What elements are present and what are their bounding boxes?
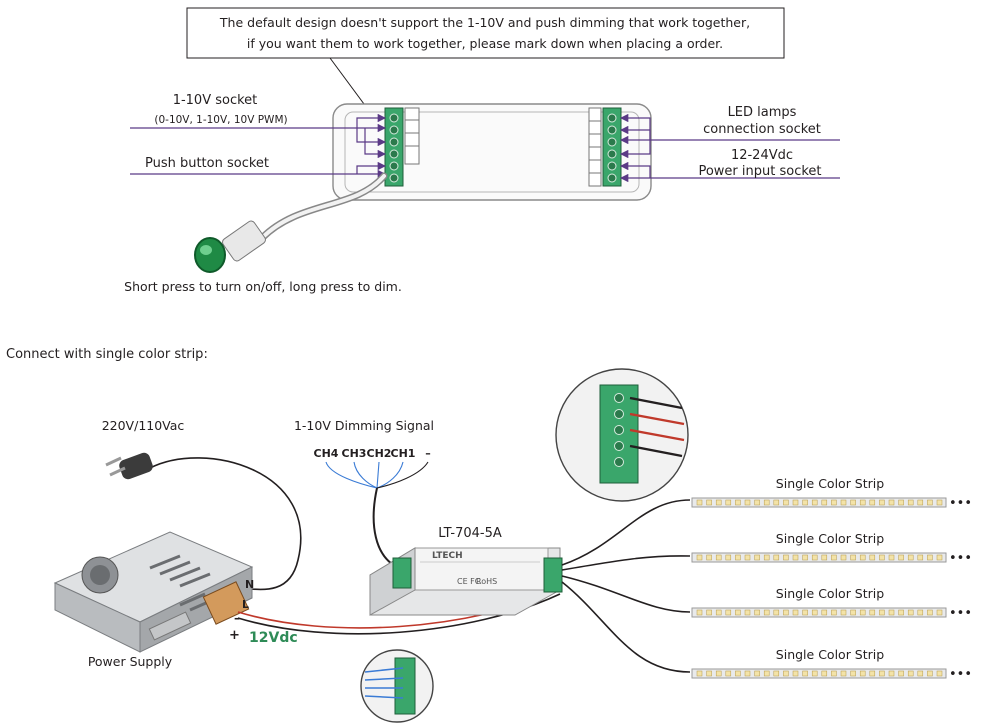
channel-ch4: CH4 [314,447,339,460]
power-label-2: Power input socket [698,164,821,179]
right-socket-arrows [619,113,840,183]
note-line-2: if you want them to work together, pleas… [247,36,723,51]
led-label-2: connection socket [703,122,821,137]
section-heading: Connect with single color strip: [6,347,208,362]
channel-minus: – [425,447,431,460]
press-note: Short press to turn on/off, long press t… [124,279,402,294]
led-strip-1: Single Color Strip ••• [691,476,972,511]
rohs-mark: RoHS [476,577,497,586]
note-box: The default design doesn't support the 1… [186,7,785,59]
terminal-minus: – [234,611,240,625]
zoom-detail-output [555,368,689,502]
strip-continuation-4: ••• [949,667,972,682]
socket-subtitle: (0-10V, 1-10V, 10V PWM) [154,114,287,126]
channel-ch1: CH1 [391,447,416,460]
note-line-1: The default design doesn't support the 1… [219,15,750,30]
left-terminal-block [384,107,420,187]
terminal-l: L [242,598,249,611]
socket-title: 1-10V socket [173,93,258,108]
power-supply [53,531,254,653]
voltage-label: 12Vdc [249,630,298,646]
terminal-n: N [245,578,254,591]
channel-labels: CH4 CH3 CH2 CH1 – [314,447,431,460]
strip-continuation-1: ••• [949,496,972,511]
psu-label: Power Supply [88,654,173,669]
right-terminal-block [588,107,622,187]
controller-top-view [332,103,652,201]
controller-device [369,547,563,616]
terminal-plus: + [229,628,240,643]
led-label-1: LED lamps [728,105,797,120]
power-label-1: 12-24Vdc [731,148,793,163]
led-strip-2: Single Color Strip ••• [691,531,972,566]
brand-label: LTECH [432,551,463,561]
ac-plug-icon [105,452,302,591]
channel-ch3: CH3 [342,447,367,460]
output-wires [561,499,691,673]
dim-signal-label: 1-10V Dimming Signal [294,418,434,433]
led-strip-3: Single Color Strip ••• [691,586,972,621]
strip-label-4: Single Color Strip [776,647,884,662]
zoom-detail-input [360,649,434,723]
strip-continuation-2: ••• [949,551,972,566]
signal-wires [325,461,429,571]
push-button-label: Push button socket [145,156,269,171]
led-strips: Single Color Strip ••• Single Color Strip •… [691,476,972,682]
ac-label: 220V/110Vac [102,418,185,433]
strip-label-1: Single Color Strip [776,476,884,491]
model-label: LT-704-5A [438,526,502,541]
led-strip-4: Single Color Strip ••• [691,647,972,682]
strip-continuation-3: ••• [949,606,972,621]
ce-mark: CE FC [457,577,481,586]
left-socket-arrows [130,113,387,179]
strip-label-2: Single Color Strip [776,531,884,546]
strip-label-3: Single Color Strip [776,586,884,601]
push-button [194,172,388,273]
channel-ch2: CH2 [367,447,392,460]
